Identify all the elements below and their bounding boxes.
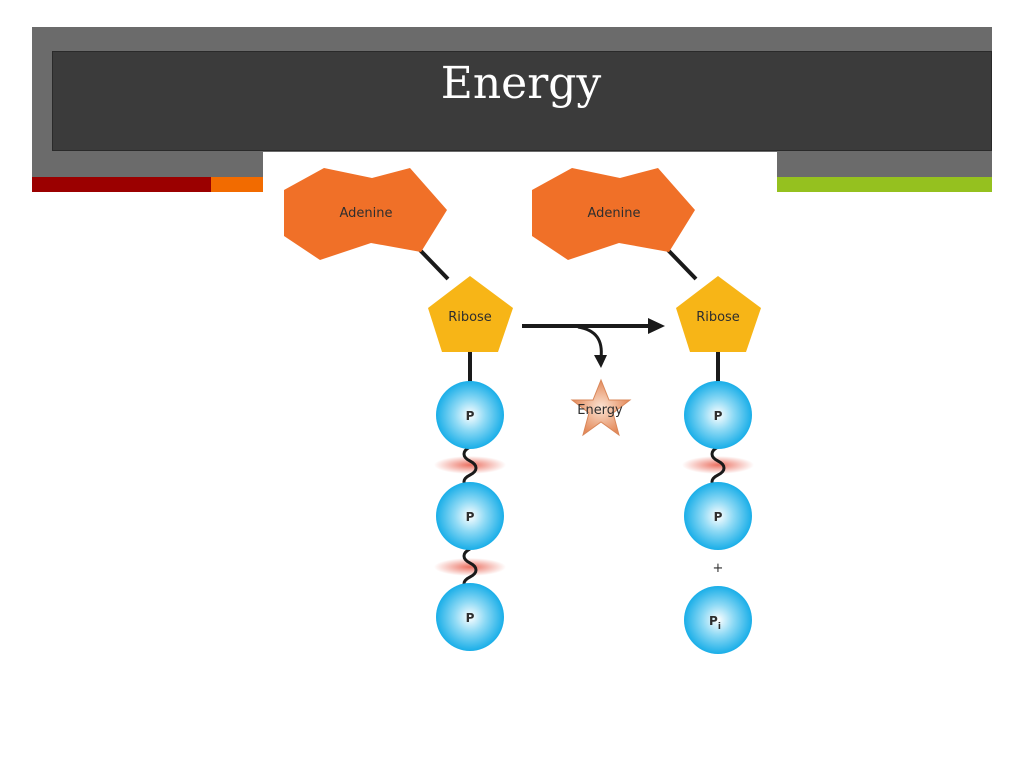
left-ribose-label: Ribose xyxy=(448,310,492,325)
slide-title: Energy xyxy=(440,58,602,109)
left-squiggle-bond-1 xyxy=(462,445,478,489)
reaction-arrow xyxy=(522,318,665,368)
left-high-energy-bond-glow-2 xyxy=(434,558,506,576)
left-ribose-shape xyxy=(428,276,513,352)
right-adenine-shape xyxy=(532,168,695,260)
left-phosphate-2 xyxy=(436,482,504,550)
accent-bar-green xyxy=(776,177,992,192)
accent-bar-red xyxy=(32,177,211,192)
right-phosphate-2-label: P xyxy=(714,510,723,524)
inorganic-phosphate xyxy=(684,586,752,654)
right-adenine-label: Adenine xyxy=(587,206,640,221)
left-adenine-shape xyxy=(284,168,447,260)
energy-release-arrow-head xyxy=(594,355,607,368)
plus-sign: + xyxy=(713,561,724,576)
header-title-panel xyxy=(52,51,992,151)
left-phosphate-3-label: P xyxy=(466,611,475,625)
energy-release-arrow-curve xyxy=(577,325,603,359)
left-high-energy-bond-glow-1 xyxy=(434,456,506,474)
right-phosphate-1 xyxy=(684,381,752,449)
left-molecule: Adenine Ribose P P P xyxy=(284,168,513,651)
energy-label: Energy xyxy=(577,403,623,418)
inorganic-phosphate-letter: P xyxy=(709,614,718,628)
left-phosphate-1 xyxy=(436,381,504,449)
energy-star-shape xyxy=(570,378,632,437)
right-squiggle-bond xyxy=(710,445,726,489)
inorganic-phosphate-subscript: i xyxy=(718,622,721,632)
right-ribose-label: Ribose xyxy=(696,310,740,325)
atp-hydrolysis-diagram: Adenine Ribose P P P xyxy=(263,152,777,662)
right-phosphate-1-label: P xyxy=(714,409,723,423)
right-ribose-shape xyxy=(676,276,761,352)
right-high-energy-bond-glow xyxy=(682,456,754,474)
inorganic-phosphate-label: Pi xyxy=(709,614,721,632)
reaction-arrow-head xyxy=(648,318,665,334)
left-phosphate-2-label: P xyxy=(466,510,475,524)
right-molecule: Adenine Ribose P P + Pi xyxy=(532,168,761,654)
left-phosphate-3 xyxy=(436,583,504,651)
left-phosphate-1-label: P xyxy=(466,409,475,423)
left-adenine-label: Adenine xyxy=(339,206,392,221)
right-adenine-ribose-bond xyxy=(664,246,698,281)
left-adenine-ribose-bond xyxy=(416,246,450,281)
accent-bar-orange xyxy=(211,177,266,192)
energy-star: Energy xyxy=(570,378,632,437)
right-phosphate-2 xyxy=(684,482,752,550)
